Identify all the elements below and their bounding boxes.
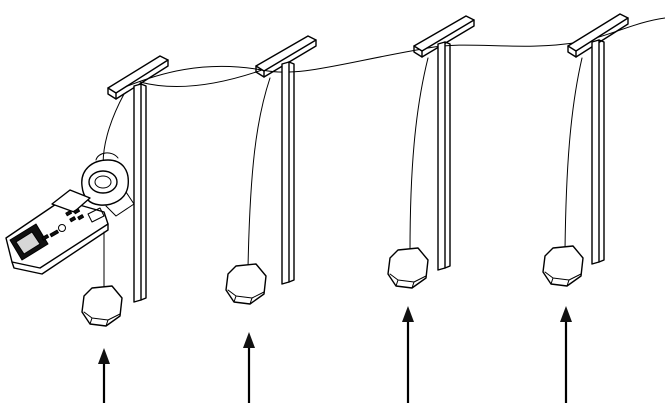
down-conductor-2 (247, 77, 271, 269)
ground-electrode-3 (387, 247, 429, 289)
upward-arrow-icon-1 (98, 348, 110, 403)
utility-pole-3 (413, 15, 475, 271)
upward-arrow-icon-3 (402, 306, 414, 403)
clamp-meter-icon (5, 152, 135, 275)
upward-arrow-icon-4 (560, 306, 572, 403)
overhead-wire (117, 17, 665, 91)
utility-pole-2 (255, 35, 317, 285)
ground-electrode-1 (81, 285, 123, 327)
utility-pole-1 (107, 55, 169, 303)
overhead-wire-left-lead (139, 69, 263, 87)
down-conductor-4 (564, 57, 583, 251)
utility-pole-4 (567, 13, 629, 265)
down-conductor-3 (409, 57, 429, 253)
upward-arrow-icon-2 (243, 332, 255, 403)
ground-electrode-2 (225, 263, 267, 305)
ground-electrode-4 (542, 245, 584, 287)
